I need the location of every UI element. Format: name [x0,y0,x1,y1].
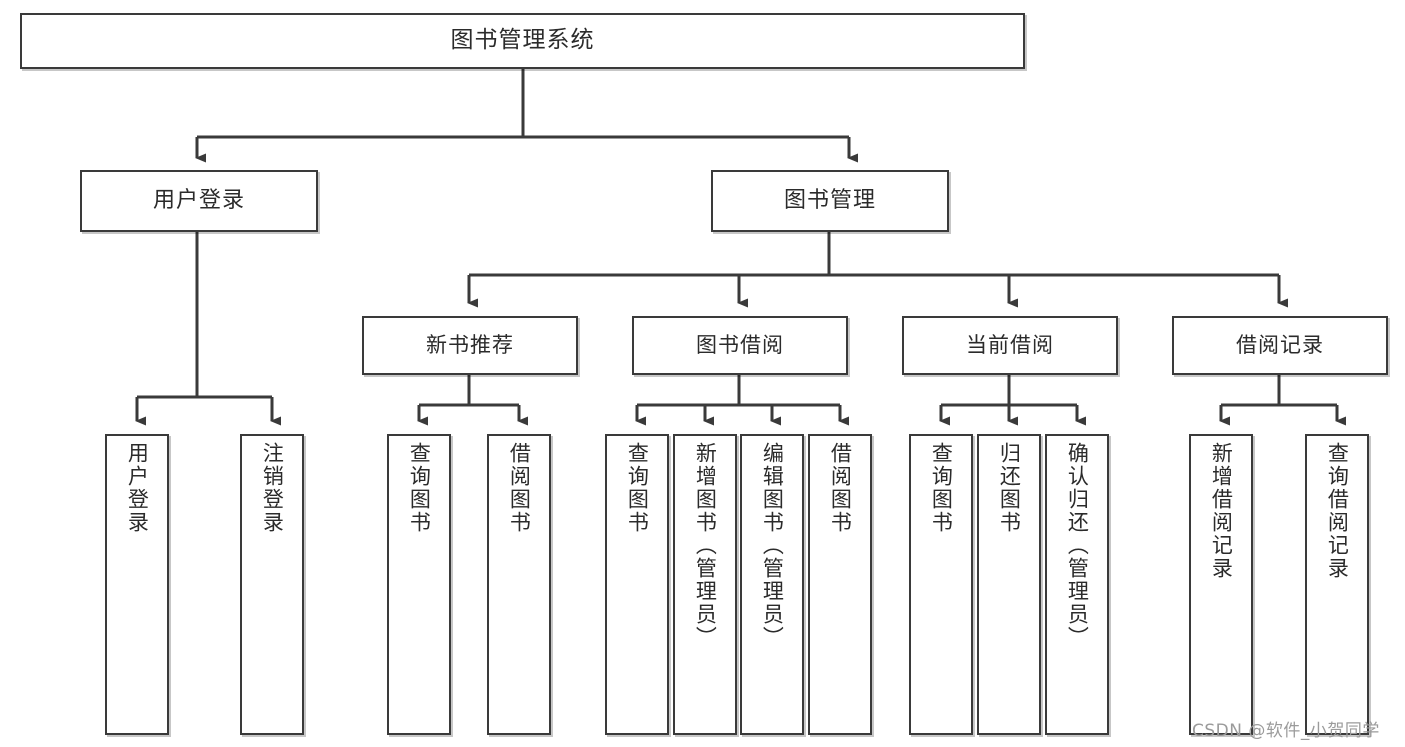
node-label: 用户登录 [125,442,150,534]
leaf-user-login-logout[interactable]: 注销登录 [240,434,304,735]
node-current-borrow[interactable]: 当前借阅 [902,316,1118,375]
node-label: 图书借阅 [696,332,784,357]
leaf-record-query-record[interactable]: 查询借阅记录 [1305,434,1369,735]
node-label: 查询借阅记录 [1325,442,1350,580]
leaf-user-login-login[interactable]: 用户登录 [105,434,169,735]
node-label: 借阅图书 [507,442,532,534]
node-label: 归还图书 [997,442,1022,534]
leaf-current-return-book[interactable]: 归还图书 [977,434,1041,735]
leaf-current-query-book[interactable]: 查询图书 [909,434,973,735]
leaf-record-add-record[interactable]: 新增借阅记录 [1189,434,1253,735]
node-label: 注销登录 [260,442,285,534]
leaf-borrow-edit-book-admin[interactable]: 编辑图书（管理员） [740,434,804,735]
node-label: 图书管理系统 [450,27,595,54]
node-label: 查询图书 [929,442,954,534]
node-label: 当前借阅 [966,332,1054,357]
node-label: 确认归还（管理员） [1065,442,1090,649]
csdn-watermark: CSDN @软件_小贺同学 [1192,721,1380,741]
leaf-new-book-query[interactable]: 查询图书 [387,434,451,735]
leaf-current-confirm-return-admin[interactable]: 确认归还（管理员） [1045,434,1109,735]
leaf-borrow-add-book-admin[interactable]: 新增图书（管理员） [673,434,737,735]
leaf-borrow-query-book[interactable]: 查询图书 [605,434,669,735]
node-label: 编辑图书（管理员） [760,442,785,649]
node-label: 查询图书 [407,442,432,534]
leaf-new-book-borrow[interactable]: 借阅图书 [487,434,551,735]
node-label: 新书推荐 [426,332,514,357]
node-label: 图书管理 [783,187,876,213]
leaf-borrow-borrow-book[interactable]: 借阅图书 [808,434,872,735]
node-label: 新增借阅记录 [1209,442,1234,580]
node-user-login[interactable]: 用户登录 [80,170,318,232]
node-new-book-recommend[interactable]: 新书推荐 [362,316,578,375]
node-label: 新增图书（管理员） [693,442,718,649]
node-root-system[interactable]: 图书管理系统 [20,13,1025,69]
node-label: 查询图书 [625,442,650,534]
node-label: 用户登录 [152,187,245,213]
node-book-borrow[interactable]: 图书借阅 [632,316,848,375]
node-borrow-record[interactable]: 借阅记录 [1172,316,1388,375]
node-label: 借阅记录 [1236,332,1324,357]
node-label: 借阅图书 [828,442,853,534]
node-book-management[interactable]: 图书管理 [711,170,949,232]
